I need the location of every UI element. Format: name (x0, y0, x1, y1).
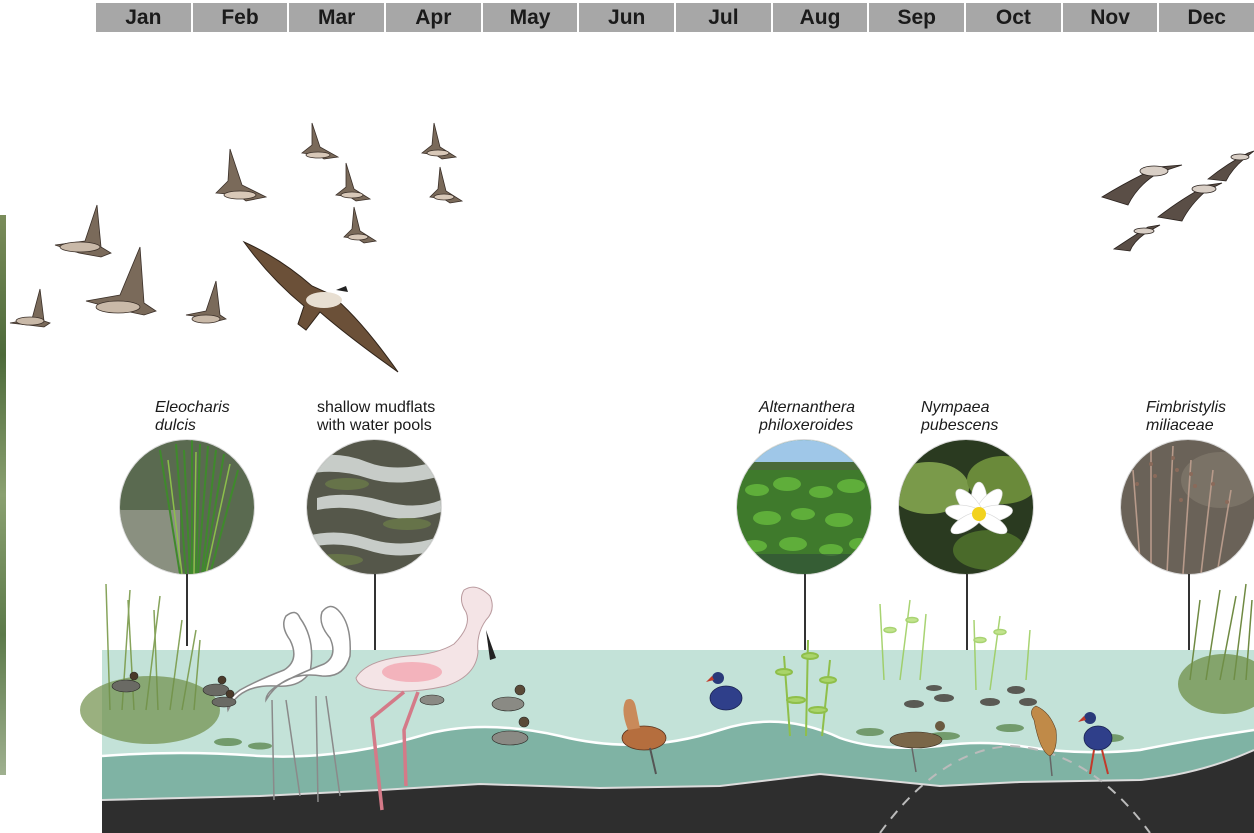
wetland-cross-section (0, 560, 1254, 833)
migratory-bird-icon (86, 247, 156, 315)
migratory-bird-icon (55, 205, 111, 257)
swallow-icon (1102, 165, 1182, 205)
photo-alternanthera-philoxeroides (737, 440, 871, 574)
swallow-icon (1114, 225, 1160, 251)
migratory-bird-icon (430, 167, 462, 203)
month-feb: Feb (193, 3, 288, 32)
month-jun: Jun (579, 3, 674, 32)
migratory-bird-icon (336, 163, 370, 201)
duck-icon (420, 695, 444, 705)
migratory-bird-icon (302, 123, 338, 159)
month-mar: Mar (289, 3, 384, 32)
month-apr: Apr (386, 3, 481, 32)
migratory-bird-icon (10, 289, 50, 327)
photo-nympaea-pubescens (899, 440, 1033, 574)
month-jan: Jan (96, 3, 191, 32)
swallow-icon (1158, 183, 1222, 221)
month-may: May (483, 3, 578, 32)
swallow-icon (1208, 151, 1254, 181)
month-aug: Aug (773, 3, 868, 32)
month-timeline: Jan Feb Mar Apr May Jun Jul Aug Sep Oct … (96, 3, 1254, 32)
photo-shallow-mudflats (307, 440, 441, 574)
month-sep: Sep (869, 3, 964, 32)
month-jul: Jul (676, 3, 771, 32)
photo-fimbristylis-miliaceae (1121, 440, 1254, 574)
month-oct: Oct (966, 3, 1061, 32)
migratory-bird-icon (422, 123, 456, 159)
month-dec: Dec (1159, 3, 1254, 32)
swallow-flock (1098, 145, 1254, 255)
photo-eleocharis-dulcis (120, 440, 254, 574)
migratory-bird-icon (216, 149, 266, 201)
migratory-bird-icon (186, 281, 226, 323)
month-nov: Nov (1063, 3, 1158, 32)
osprey-icon (240, 238, 405, 378)
reed-bed-left-base (80, 676, 220, 744)
